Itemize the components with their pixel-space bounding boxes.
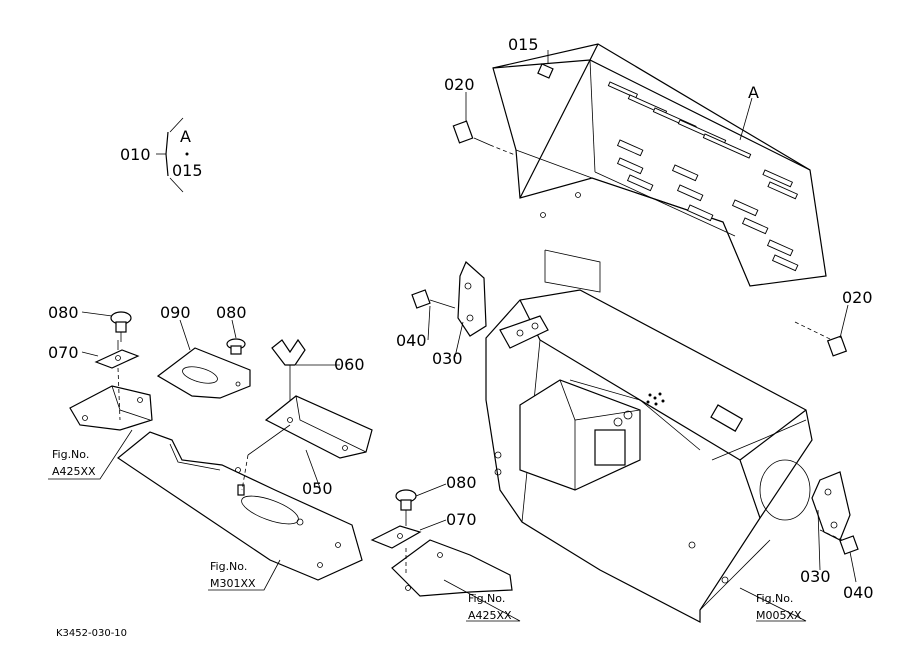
callout-leaders [81,50,857,583]
figref-m301-title: Fig.No. [210,560,247,573]
label-040-left: 040 [396,331,427,350]
figref-m301: M301XX [210,577,256,590]
clip-080-left [110,311,132,342]
label-060: 060 [334,355,365,374]
figref-a425-left-title: Fig.No. [52,448,89,461]
label-010: 010 [120,145,151,164]
bolt-020-left [452,120,516,156]
label-050: 050 [302,479,333,498]
figref-a425-bottom: A425XX [468,609,512,622]
cover-vent-slots [607,81,799,272]
hinge-bracket-right [811,471,851,541]
top-cover-panel [492,43,827,287]
label-020-right: 020 [842,288,873,307]
label-015-top: 015 [508,35,539,54]
bolt-040-right [819,529,859,555]
label-030-left: 030 [432,349,463,368]
bolt-040-left [411,289,456,309]
figref-m005: M005XX [756,609,802,622]
cover-plate-090 [156,347,251,399]
clip-080-middle [226,338,246,355]
figref-leaders [48,429,807,622]
fastener-dots [646,392,665,406]
hinge-bracket-left [457,260,549,349]
label-a-cover: A [748,83,759,102]
label-040-right: 040 [843,583,874,602]
label-020-left: 020 [444,75,475,94]
label-a-key: A [180,127,191,146]
assembly-010-key-bracket [156,117,189,193]
label-015-key: 015 [172,161,203,180]
plate-070-bottom [370,525,422,575]
label-090: 090 [160,303,191,322]
main-housing [485,249,813,623]
clip-080-bottom [395,489,417,526]
label-080-b: 080 [216,303,247,322]
figref-m005-title: Fig.No. [756,592,793,605]
label-080-c: 080 [446,473,477,492]
part-labels: 015 020 A 010 A 015 020 080 090 080 070 … [48,35,874,602]
label-070-b: 070 [446,510,477,529]
plate-070-left [94,340,140,421]
plate-050 [241,395,373,491]
label-030-right: 030 [800,567,831,586]
figref-a425-bottom-title: Fig.No. [468,592,505,605]
bracket-a425-bottom [391,539,513,597]
figref-a425-left: A425XX [52,465,96,478]
cover-badge [537,63,554,79]
figure-references: Fig.No. A425XX Fig.No. M301XX Fig.No. A4… [52,448,802,622]
drawing-code: K3452-030-10 [56,628,127,639]
base-plate [116,431,363,581]
label-070-a: 070 [48,343,79,362]
bracket-a425-left [69,385,153,431]
label-080-a: 080 [48,303,79,322]
bolt-020-right [794,321,848,357]
